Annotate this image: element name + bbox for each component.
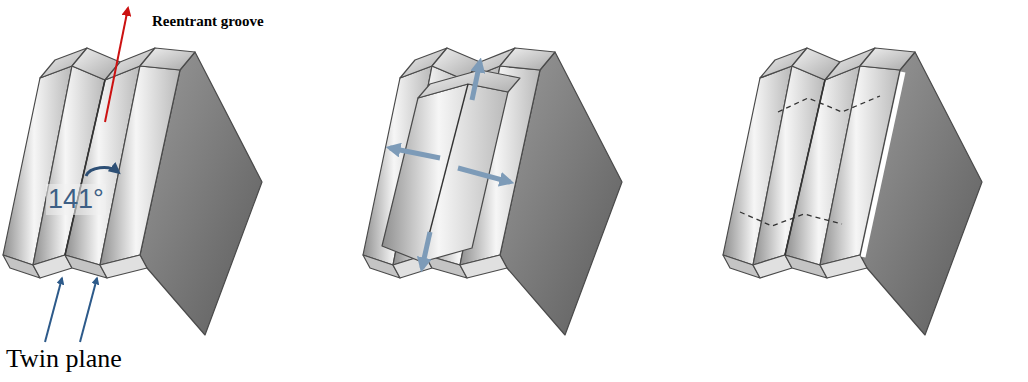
twin-crystal [363, 48, 622, 335]
angle-value: 141° [46, 184, 106, 215]
twin-crystal [723, 48, 982, 335]
leader-arrow [105, 8, 128, 122]
dashed-outline [778, 96, 880, 112]
edge-highlight [863, 72, 903, 257]
grown-crystal [723, 48, 982, 335]
callout-label: Reentrant groove [150, 13, 266, 30]
growth-arrow [390, 148, 440, 158]
growth-layer [382, 84, 508, 262]
growth-arrow [458, 168, 510, 182]
growth-arrow [472, 62, 480, 100]
twin-crystal [3, 48, 262, 335]
angle-arc [86, 168, 118, 176]
growth-step [418, 70, 520, 98]
dashed-outline [740, 212, 842, 226]
growth-arrow [422, 232, 430, 268]
leader-arrow [45, 278, 62, 342]
callout-label: Twin plane [4, 344, 124, 374]
growing-crystal [363, 48, 622, 335]
leader-arrow [80, 278, 97, 342]
